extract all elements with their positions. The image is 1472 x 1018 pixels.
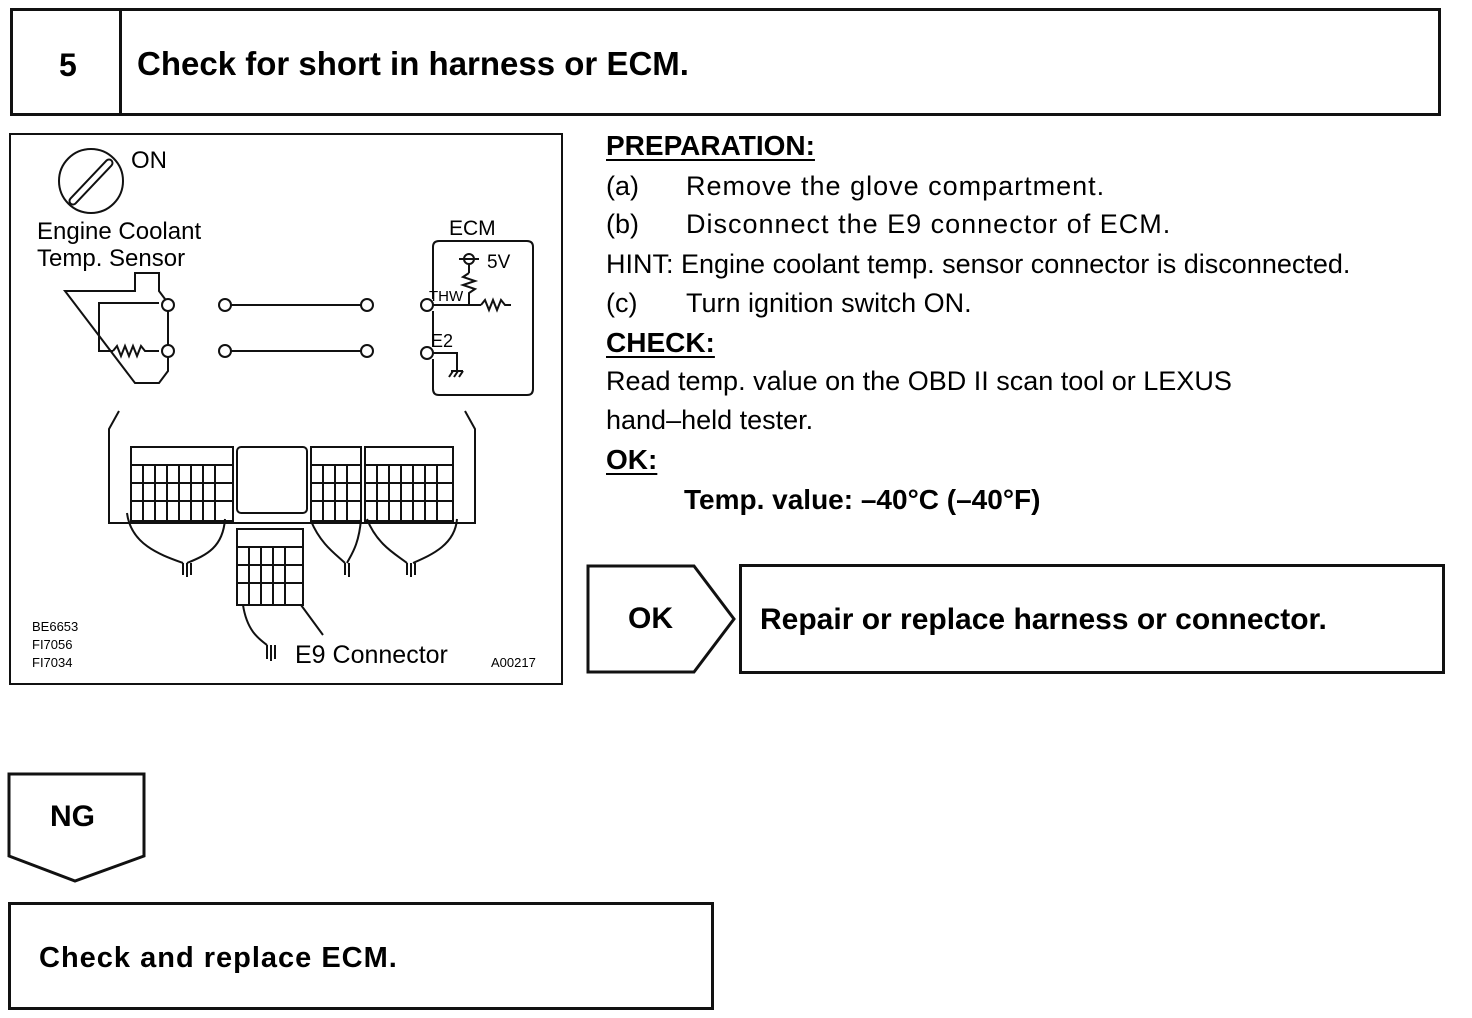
ecm-connector-right	[364, 446, 454, 522]
step-b-text: Disconnect the E9 connector of ECM.	[686, 209, 1172, 239]
thw-label: THW	[429, 288, 464, 305]
preparation-heading: PREPARATION:	[606, 130, 815, 161]
ok-action-text: Repair or replace harness or connector.	[760, 603, 1327, 636]
ecm-label: ECM	[449, 217, 496, 240]
ng-action-box: Check and replace ECM.	[8, 902, 714, 1010]
ecm-center-panel	[236, 446, 308, 514]
ref-code-2: FI7056	[32, 637, 72, 652]
figure-code: A00217	[491, 655, 536, 670]
ok-arrow-box	[586, 564, 736, 674]
ref-code-3: FI7034	[32, 655, 72, 670]
coolant-sensor-body	[62, 272, 169, 384]
ok-heading: OK:	[606, 444, 658, 475]
step-b-label: (b)	[606, 209, 639, 239]
e2-label: E2	[431, 331, 453, 351]
ecm-connector-left	[130, 446, 234, 522]
check-line-1: Read temp. value on the OBD II scan tool…	[606, 366, 1232, 396]
step-c-text: Turn ignition switch ON.	[686, 288, 972, 318]
step-c-label: (c)	[606, 288, 638, 318]
sensor-label-line2: Temp. Sensor	[37, 245, 185, 272]
ok-action-box: Repair or replace harness or connector.	[739, 564, 1445, 674]
ecm-connector-middle	[310, 446, 362, 522]
ok-value: Temp. value: –40°C (–40°F)	[684, 484, 1041, 515]
step-title: Check for short in harness or ECM.	[137, 45, 689, 82]
ecm-body	[432, 240, 534, 396]
e9-connector-label: E9 Connector	[295, 641, 448, 669]
voltage-label: 5V	[487, 252, 511, 273]
step-a-text: Remove the glove compartment.	[686, 171, 1106, 201]
step-number-cell: 5	[13, 11, 122, 113]
hint-text: HINT: Engine coolant temp. sensor connec…	[606, 249, 1351, 279]
e9-connector	[236, 528, 304, 606]
check-line-2: hand–held tester.	[606, 405, 814, 435]
step-number: 5	[59, 47, 77, 83]
wiring-figure: ON Engine Coolant Temp. Sensor ECM 5V TH…	[9, 133, 563, 685]
step-a-label: (a)	[606, 171, 639, 201]
ignition-switch-icon	[58, 148, 124, 214]
ng-label: NG	[50, 800, 95, 833]
ref-code-1: BE6653	[32, 619, 78, 634]
ecm-unit-housing	[108, 410, 476, 524]
switch-on-label: ON	[131, 147, 167, 174]
ng-action-text: Check and replace ECM.	[39, 942, 398, 974]
wiring-diagram: ON Engine Coolant Temp. Sensor ECM 5V TH…	[32, 147, 536, 670]
step-header: 5 Check for short in harness or ECM.	[10, 8, 1441, 116]
ng-arrow-box	[7, 772, 146, 883]
check-heading: CHECK:	[606, 327, 715, 358]
sensor-label-line1: Engine Coolant	[37, 218, 201, 245]
ok-label: OK	[628, 602, 673, 635]
